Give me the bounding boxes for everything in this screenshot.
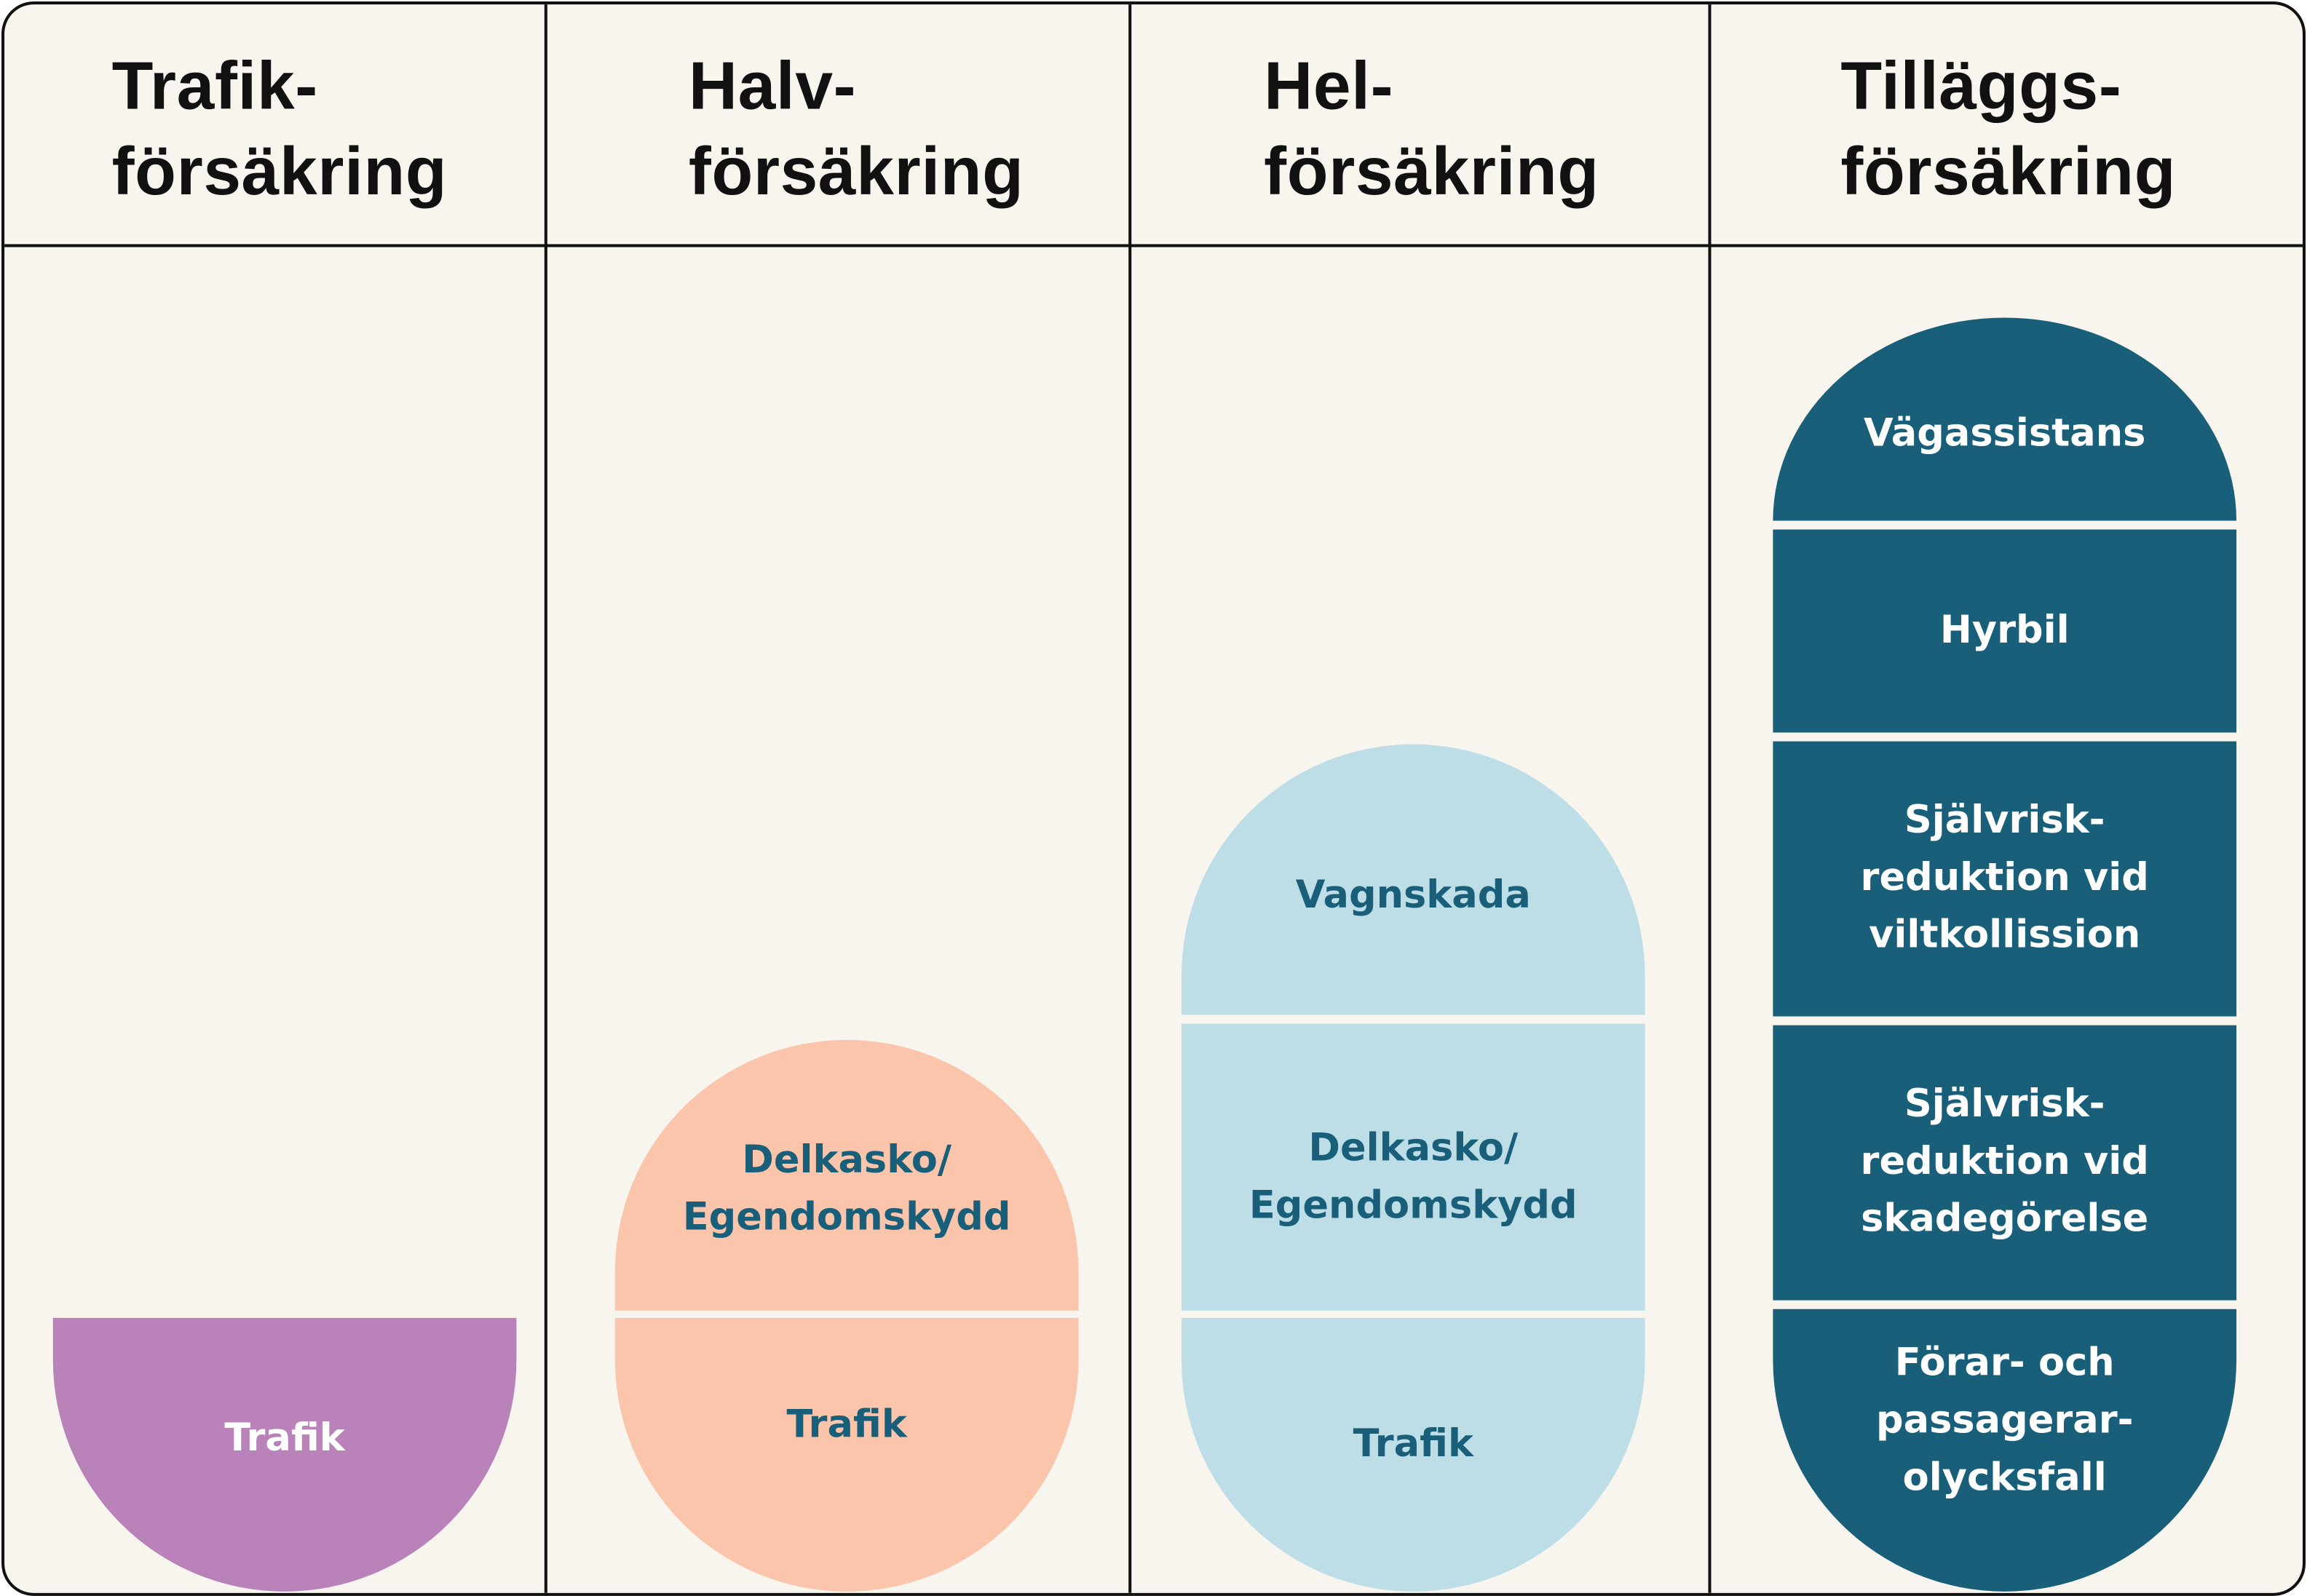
segment-forar-passagerar: Förar- och passagerar- olycksfall xyxy=(1773,1309,2237,1592)
segment-vagnskada: Vagnskada xyxy=(1181,744,1645,1015)
segment-vagassistans: Vägassistans xyxy=(1773,317,2237,521)
segment-hyrbil: Hyrbil xyxy=(1773,529,2237,733)
segment-delkasko: Delkasko/ Egendomskydd xyxy=(614,1039,1079,1311)
column-header-tillagg: Tilläggs- försäkring xyxy=(1840,47,2177,209)
segment-delkasko: Delkasko/ Egendomskydd xyxy=(1181,1023,1645,1311)
column-header-hel: Hel- försäkring xyxy=(1264,47,1599,209)
segment-sjalvrisk-vilt: Självrisk- reduktion vid viltkollission xyxy=(1773,741,2237,1017)
segment-trafik: Trafik xyxy=(614,1317,1079,1592)
segment-trafik: Trafik xyxy=(1181,1317,1645,1592)
segment-trafik: Trafik xyxy=(52,1317,517,1592)
segment-sjalvrisk-skadegorelse: Självrisk- reduktion vid skadegörelse xyxy=(1773,1025,2237,1301)
column-divider xyxy=(1708,4,1712,1593)
column-divider xyxy=(544,4,547,1593)
header-divider xyxy=(4,244,2303,247)
column-divider xyxy=(1128,4,1132,1593)
column-header-trafik: Trafik- försäkring xyxy=(111,47,448,209)
column-header-halv: Halv- försäkring xyxy=(688,47,1024,209)
